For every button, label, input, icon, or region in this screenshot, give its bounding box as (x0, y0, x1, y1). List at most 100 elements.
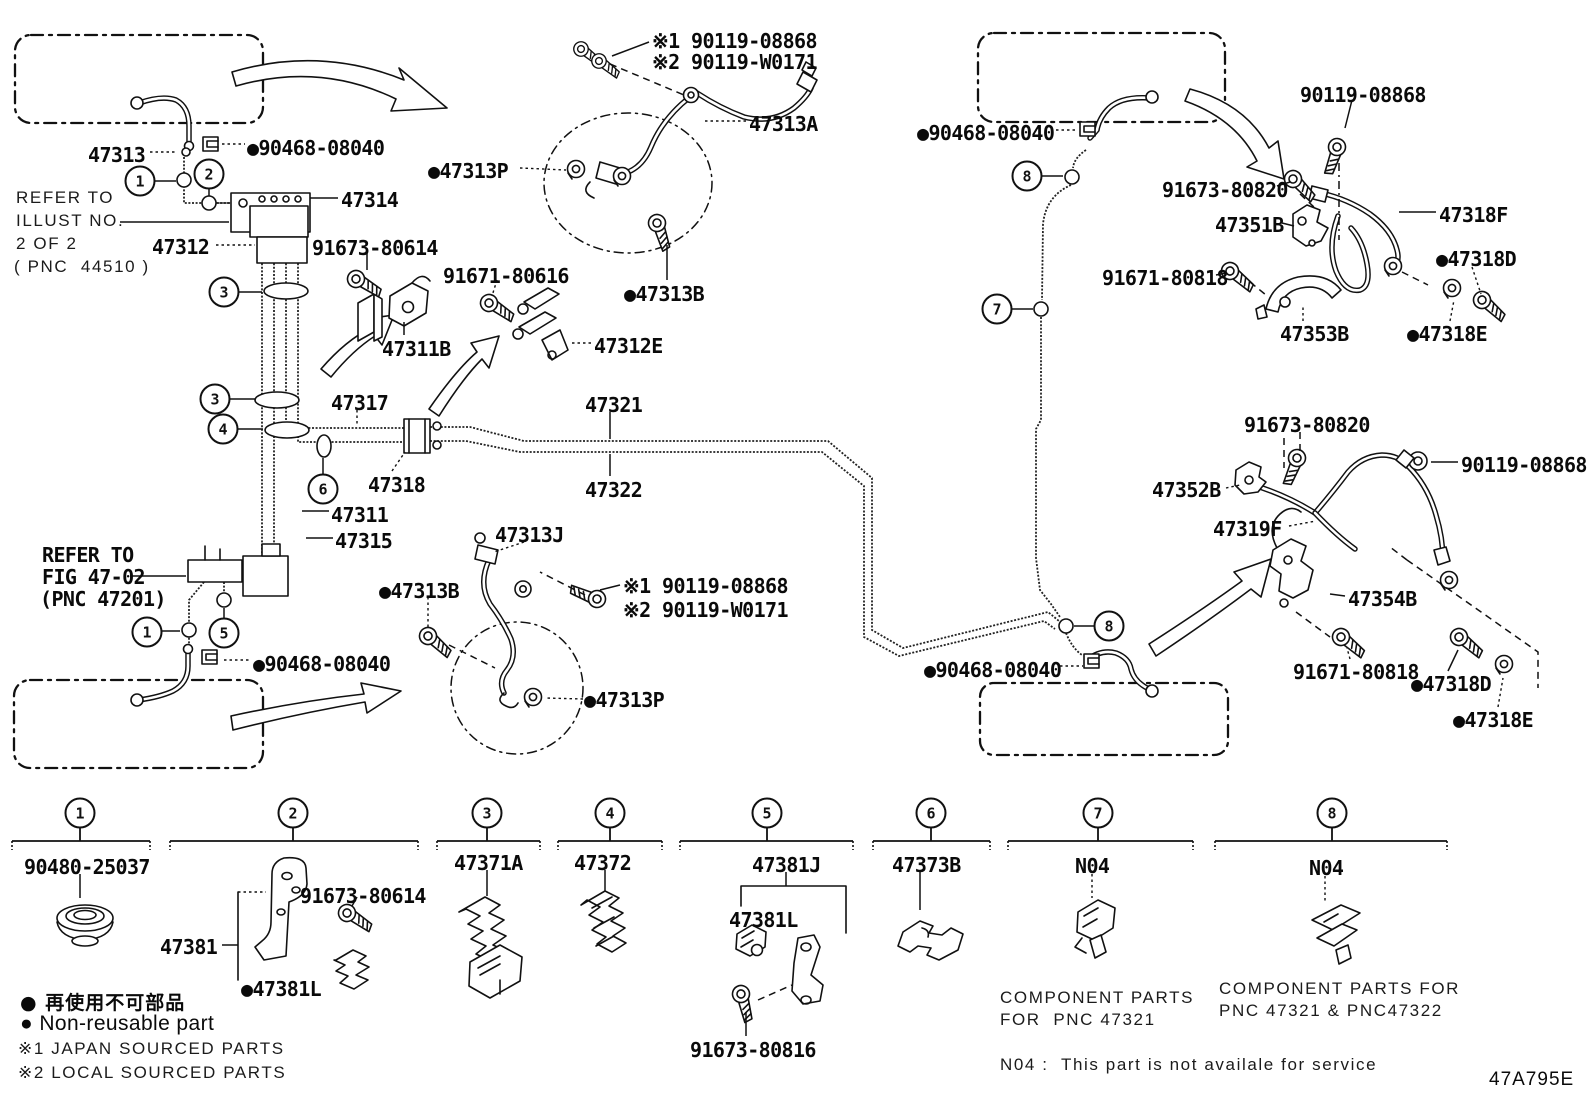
pn-47319F: 47319F (1213, 517, 1282, 541)
pn-47352B: 47352B (1152, 478, 1221, 502)
pn-47381: 47381 (160, 935, 218, 959)
pn-47313B-top: ●47313B (624, 282, 705, 306)
callout-4: 4 (594, 797, 626, 829)
legend-nonreusable-jp: ● 再使用不可部品 (20, 992, 186, 1014)
pn-47312E: 47312E (594, 334, 663, 358)
pn-91671-80818-top: 91671-80818 (1102, 266, 1228, 290)
pn-90119-japan-bottom: ※1 90119-08868 (623, 574, 789, 598)
legend-nonreusable-en: ● Non-reusable part (20, 1012, 215, 1035)
pn-47313J: 47313J (495, 523, 564, 547)
pn-91673-80816: 91673-80816 (690, 1038, 816, 1062)
pn-47318E-top: ●47318E (1407, 322, 1488, 346)
pn-47381L-group5: 47381L (729, 908, 798, 932)
pn-90480-25037: 90480-25037 (24, 855, 150, 879)
pn-90119-japan-top: ※1 90119-08868 (652, 29, 818, 53)
pn-47354B: 47354B (1348, 587, 1417, 611)
note-component7-2: FOR PNC 47321 (1000, 1010, 1156, 1029)
callout-1: 1 (131, 616, 163, 648)
note-component7-1: COMPONENT PARTS (1000, 988, 1195, 1007)
callout-8: 8 (1316, 797, 1348, 829)
leader-lines (79, 41, 1539, 1036)
callout-6: 6 (915, 797, 947, 829)
pn-47381L-group2: ●47381L (241, 977, 322, 1001)
pn-90119-top-right: 90119-08868 (1300, 83, 1426, 107)
pn-47313B-bottom: ●47313B (379, 579, 460, 603)
detail-ellipse-front-lower (450, 621, 584, 755)
note-refer-illust-2: ILLUST NO. (16, 211, 125, 230)
pn-91671-80818-bottom: 91671-80818 (1293, 660, 1419, 684)
callout-3: 3 (471, 797, 503, 829)
pn-91673-80820-top: 91673-80820 (1162, 178, 1288, 202)
legend-japan-sourced: ※1 JAPAN SOURCED PARTS (18, 1039, 285, 1058)
pn-90468-top-right: ●90468-08040 (917, 121, 1055, 145)
pn-47313P-top: ●47313P (428, 159, 509, 183)
proportioning-valve-drawing (187, 543, 289, 597)
pn-n04-group8: N04 (1309, 856, 1344, 880)
pn-47381J: 47381J (752, 853, 821, 877)
pn-47313: 47313 (88, 143, 146, 167)
connector-47318-drawing (403, 418, 442, 454)
callout-links (154, 175, 1095, 632)
note-n04-service: N04 : This part is not availale for serv… (1000, 1055, 1378, 1074)
pn-47322: 47322 (585, 478, 643, 502)
note-refer-illust-4: ( PNC 44510 ) (14, 257, 150, 276)
legend-local-sourced: ※2 LOCAL SOURCED PARTS (18, 1063, 287, 1082)
reference-group-brackets (11, 827, 1448, 850)
pn-90119-local-top: ※2 90119-W0171 (652, 50, 818, 74)
pn-47318D-top: ●47318D (1436, 247, 1517, 271)
pn-90468-bottom-left: ●90468-08040 (253, 652, 391, 676)
note-component8-2: PNC 47321 & PNC47322 (1219, 1001, 1443, 1020)
pn-47318: 47318 (368, 473, 426, 497)
pn-90468-bottom-mid: ●90468-08040 (924, 658, 1062, 682)
callout-5: 5 (751, 797, 783, 829)
reference-part-drawings (56, 856, 1361, 1005)
pn-47318F: 47318F (1439, 203, 1508, 227)
pn-47318E-bottom: ●47318E (1453, 708, 1534, 732)
callout-3: 3 (199, 383, 231, 415)
figure-code: 47A795E (1489, 1069, 1575, 1090)
note-refer-illust-3: 2 OF 2 (16, 234, 78, 253)
pn-47373B: 47373B (892, 853, 961, 877)
callout-3: 3 (208, 276, 240, 308)
pn-47311B: 47311B (382, 337, 451, 361)
pn-90119-local-bottom: ※2 90119-W0171 (623, 598, 789, 622)
pn-n04-group7: N04 (1075, 854, 1110, 878)
pn-refer-fig-2: FIG 47-02 (42, 565, 146, 589)
callout-1: 1 (124, 165, 156, 197)
pn-refer-fig-1: REFER TO (42, 543, 134, 567)
part-drawings (357, 204, 1342, 608)
callout-8: 8 (1011, 160, 1043, 192)
pn-47371A: 47371A (454, 851, 523, 875)
pn-47318D-bottom: ●47318D (1411, 672, 1492, 696)
pn-47353B: 47353B (1280, 322, 1349, 346)
pn-47312: 47312 (152, 235, 210, 259)
pn-47313A: 47313A (749, 112, 818, 136)
pn-90468-top-left: ●90468-08040 (247, 136, 385, 160)
pn-47313P-bottom: ●47313P (584, 688, 665, 712)
note-refer-illust-1: REFER TO (16, 188, 115, 207)
callout-2: 2 (193, 158, 225, 190)
pn-47317: 47317 (331, 391, 389, 415)
callout-7: 7 (981, 293, 1013, 325)
pn-47321: 47321 (585, 393, 643, 417)
pn-91673-80614-top: 91673-80614 (312, 236, 438, 260)
brake-actuator-drawing (230, 192, 311, 264)
pn-47311: 47311 (331, 503, 389, 527)
pn-91673-80820-mid: 91673-80820 (1244, 413, 1370, 437)
callout-4: 4 (207, 413, 239, 445)
pn-47372: 47372 (574, 851, 632, 875)
note-component8-1: COMPONENT PARTS FOR (1219, 979, 1461, 998)
pn-91673-80614-bottom: 91673-80614 (300, 884, 426, 908)
pn-refer-fig-3: (PNC 47201) (40, 587, 166, 611)
callout-2: 2 (277, 797, 309, 829)
pn-91671-80616: 91671-80616 (443, 264, 569, 288)
pn-47314: 47314 (341, 188, 399, 212)
pn-90119-mid: 90119-08868 (1461, 453, 1587, 477)
callout-7: 7 (1082, 797, 1114, 829)
pn-47351B: 47351B (1215, 213, 1284, 237)
callout-5: 5 (208, 617, 240, 649)
callout-1: 1 (64, 797, 96, 829)
